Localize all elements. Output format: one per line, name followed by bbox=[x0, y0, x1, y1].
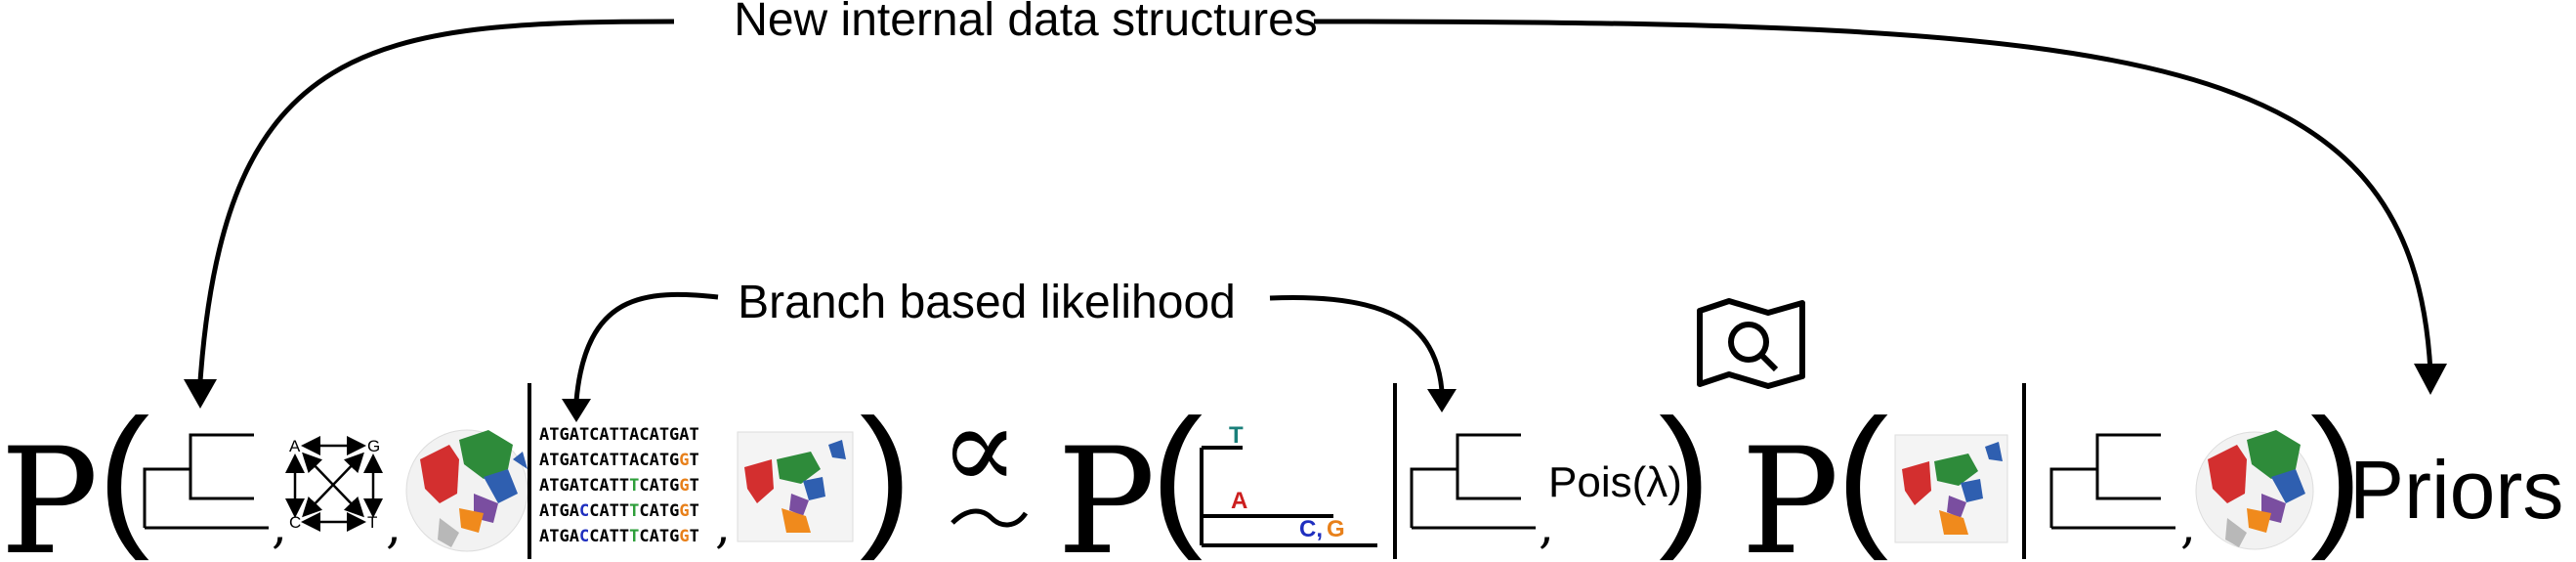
top-annotation: New internal data structures bbox=[734, 0, 1318, 46]
comma: , bbox=[715, 497, 731, 554]
mid-left-arrowhead bbox=[562, 399, 591, 422]
probability-symbol: P bbox=[0, 417, 99, 562]
nucleotide-c: C bbox=[289, 513, 301, 532]
mutation-label-mid: A bbox=[1231, 488, 1247, 514]
probability-symbol: P bbox=[1057, 417, 1156, 562]
sequence-alignment: ATGATCATTACATGAT ATGATCATTACATGGT ATGATC… bbox=[539, 425, 699, 546]
nucleotide-g: G bbox=[367, 437, 380, 455]
map-search-icon bbox=[1697, 298, 1805, 389]
mid-right-arrowhead bbox=[1427, 389, 1457, 412]
alignment-row: ATGATCATTTCATGGT bbox=[539, 476, 699, 496]
world-map-icon bbox=[737, 431, 854, 542]
alignment-row: ATGACCATTTCATGGT bbox=[539, 527, 699, 546]
mid-annotation-arrows bbox=[573, 291, 1445, 402]
world-map-globe-icon bbox=[2195, 430, 2314, 550]
tree-icon bbox=[1410, 433, 1536, 530]
alignment-row: ATGACCATTTCATGGT bbox=[539, 501, 699, 521]
comma: , bbox=[1539, 497, 1554, 554]
comma: , bbox=[2180, 497, 2196, 554]
open-paren: ( bbox=[1151, 386, 1203, 561]
approx-tilde bbox=[950, 508, 1029, 528]
top-left-arrowhead bbox=[184, 379, 217, 409]
close-paren: ) bbox=[860, 386, 911, 561]
comma: , bbox=[386, 497, 401, 554]
nucleotide-t: T bbox=[367, 513, 377, 532]
poisson-clock-label: Pois(λ) bbox=[1548, 458, 1682, 506]
alignment-row: ATGATCATTACATGAT bbox=[539, 425, 699, 445]
branch-mutation-tree-icon bbox=[1200, 446, 1377, 547]
tree-icon bbox=[143, 433, 269, 530]
tree-icon bbox=[2049, 433, 2175, 530]
proportional-symbol: ∝ bbox=[940, 381, 1019, 517]
comma: , bbox=[272, 497, 287, 554]
close-paren: ) bbox=[2310, 386, 2362, 561]
open-paren: ( bbox=[98, 386, 149, 561]
nucleotide-a: A bbox=[289, 437, 301, 455]
mutation-label-top: T bbox=[1229, 422, 1244, 449]
world-map-globe-icon bbox=[405, 429, 528, 552]
alignment-row: ATGATCATTACATGGT bbox=[539, 451, 699, 470]
open-paren: ( bbox=[1837, 386, 1888, 561]
mid-annotation: Branch based likelihood bbox=[738, 277, 1236, 328]
world-map-icon bbox=[1894, 434, 2008, 543]
substitution-model-icon: A G C T bbox=[285, 436, 383, 532]
priors-label: Priors bbox=[2349, 444, 2563, 536]
top-annotation-arrows bbox=[197, 19, 2433, 382]
top-right-arrowhead bbox=[2414, 364, 2447, 395]
probability-symbol: P bbox=[1741, 417, 1839, 562]
mutation-label-bottom: C,G bbox=[1299, 516, 1345, 542]
close-paren: ) bbox=[1659, 386, 1710, 561]
